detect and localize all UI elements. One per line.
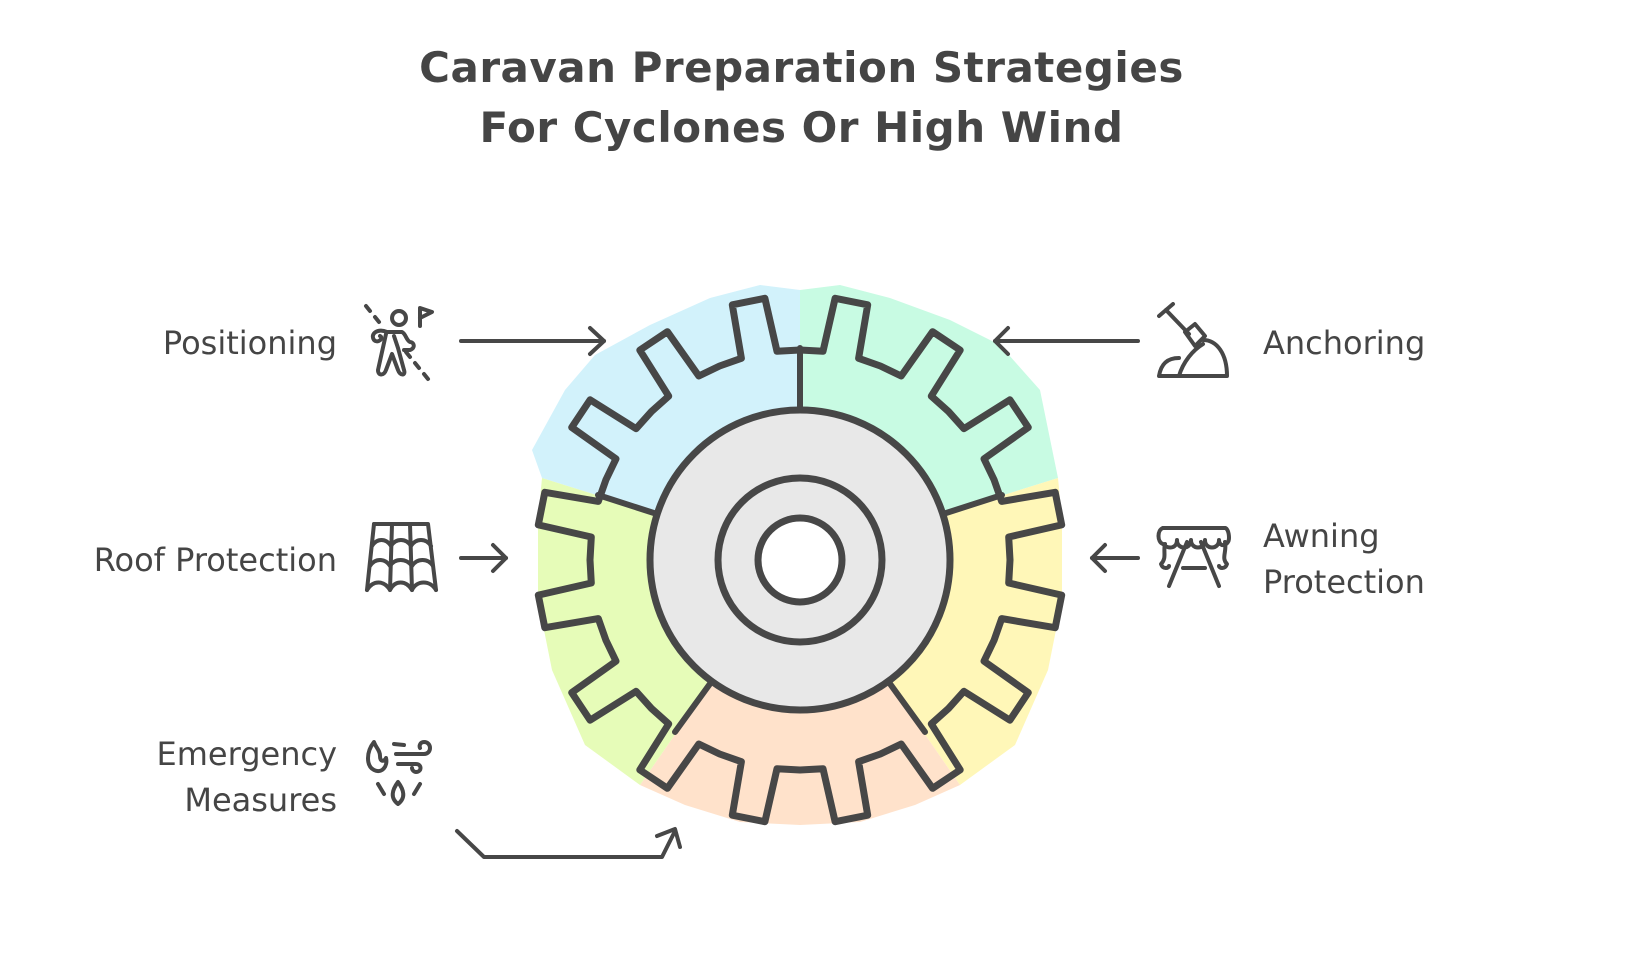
label-roof-protection: Roof Protection — [93, 541, 337, 579]
shovel-dirt-icon — [1157, 302, 1229, 378]
gear-outer-ring — [646, 406, 954, 714]
arrow-emergency-measures — [455, 827, 682, 859]
arrow-anchoring — [993, 326, 1140, 356]
gear-center-hole — [754, 514, 846, 606]
fire-water-wind-icon — [366, 740, 432, 806]
title-line-2: For Cyclones Or High Wind — [479, 103, 1124, 152]
label-anchoring: Anchoring — [1263, 324, 1426, 362]
arrow-roof-protection — [459, 543, 508, 573]
arrow-awning-protection — [1090, 543, 1140, 573]
awning-icon — [1156, 526, 1231, 588]
label-emergency-measures: Emergency Measures — [156, 735, 337, 819]
roof-tiles-icon — [365, 522, 438, 592]
label-positioning: Positioning — [162, 324, 337, 362]
segment-emergency-fill — [640, 681, 960, 825]
diagram-title: Caravan Preparation Strategies For Cyclo… — [0, 38, 1603, 158]
gear-middle-ring — [714, 474, 886, 646]
label-awning-protection: Awning Protection — [1263, 517, 1425, 601]
title-line-1: Caravan Preparation Strategies — [419, 43, 1184, 92]
arrow-positioning — [459, 326, 606, 356]
gear-outline — [534, 294, 1066, 826]
person-with-flag-icon — [364, 304, 434, 381]
segment-dividers — [595, 345, 1005, 735]
